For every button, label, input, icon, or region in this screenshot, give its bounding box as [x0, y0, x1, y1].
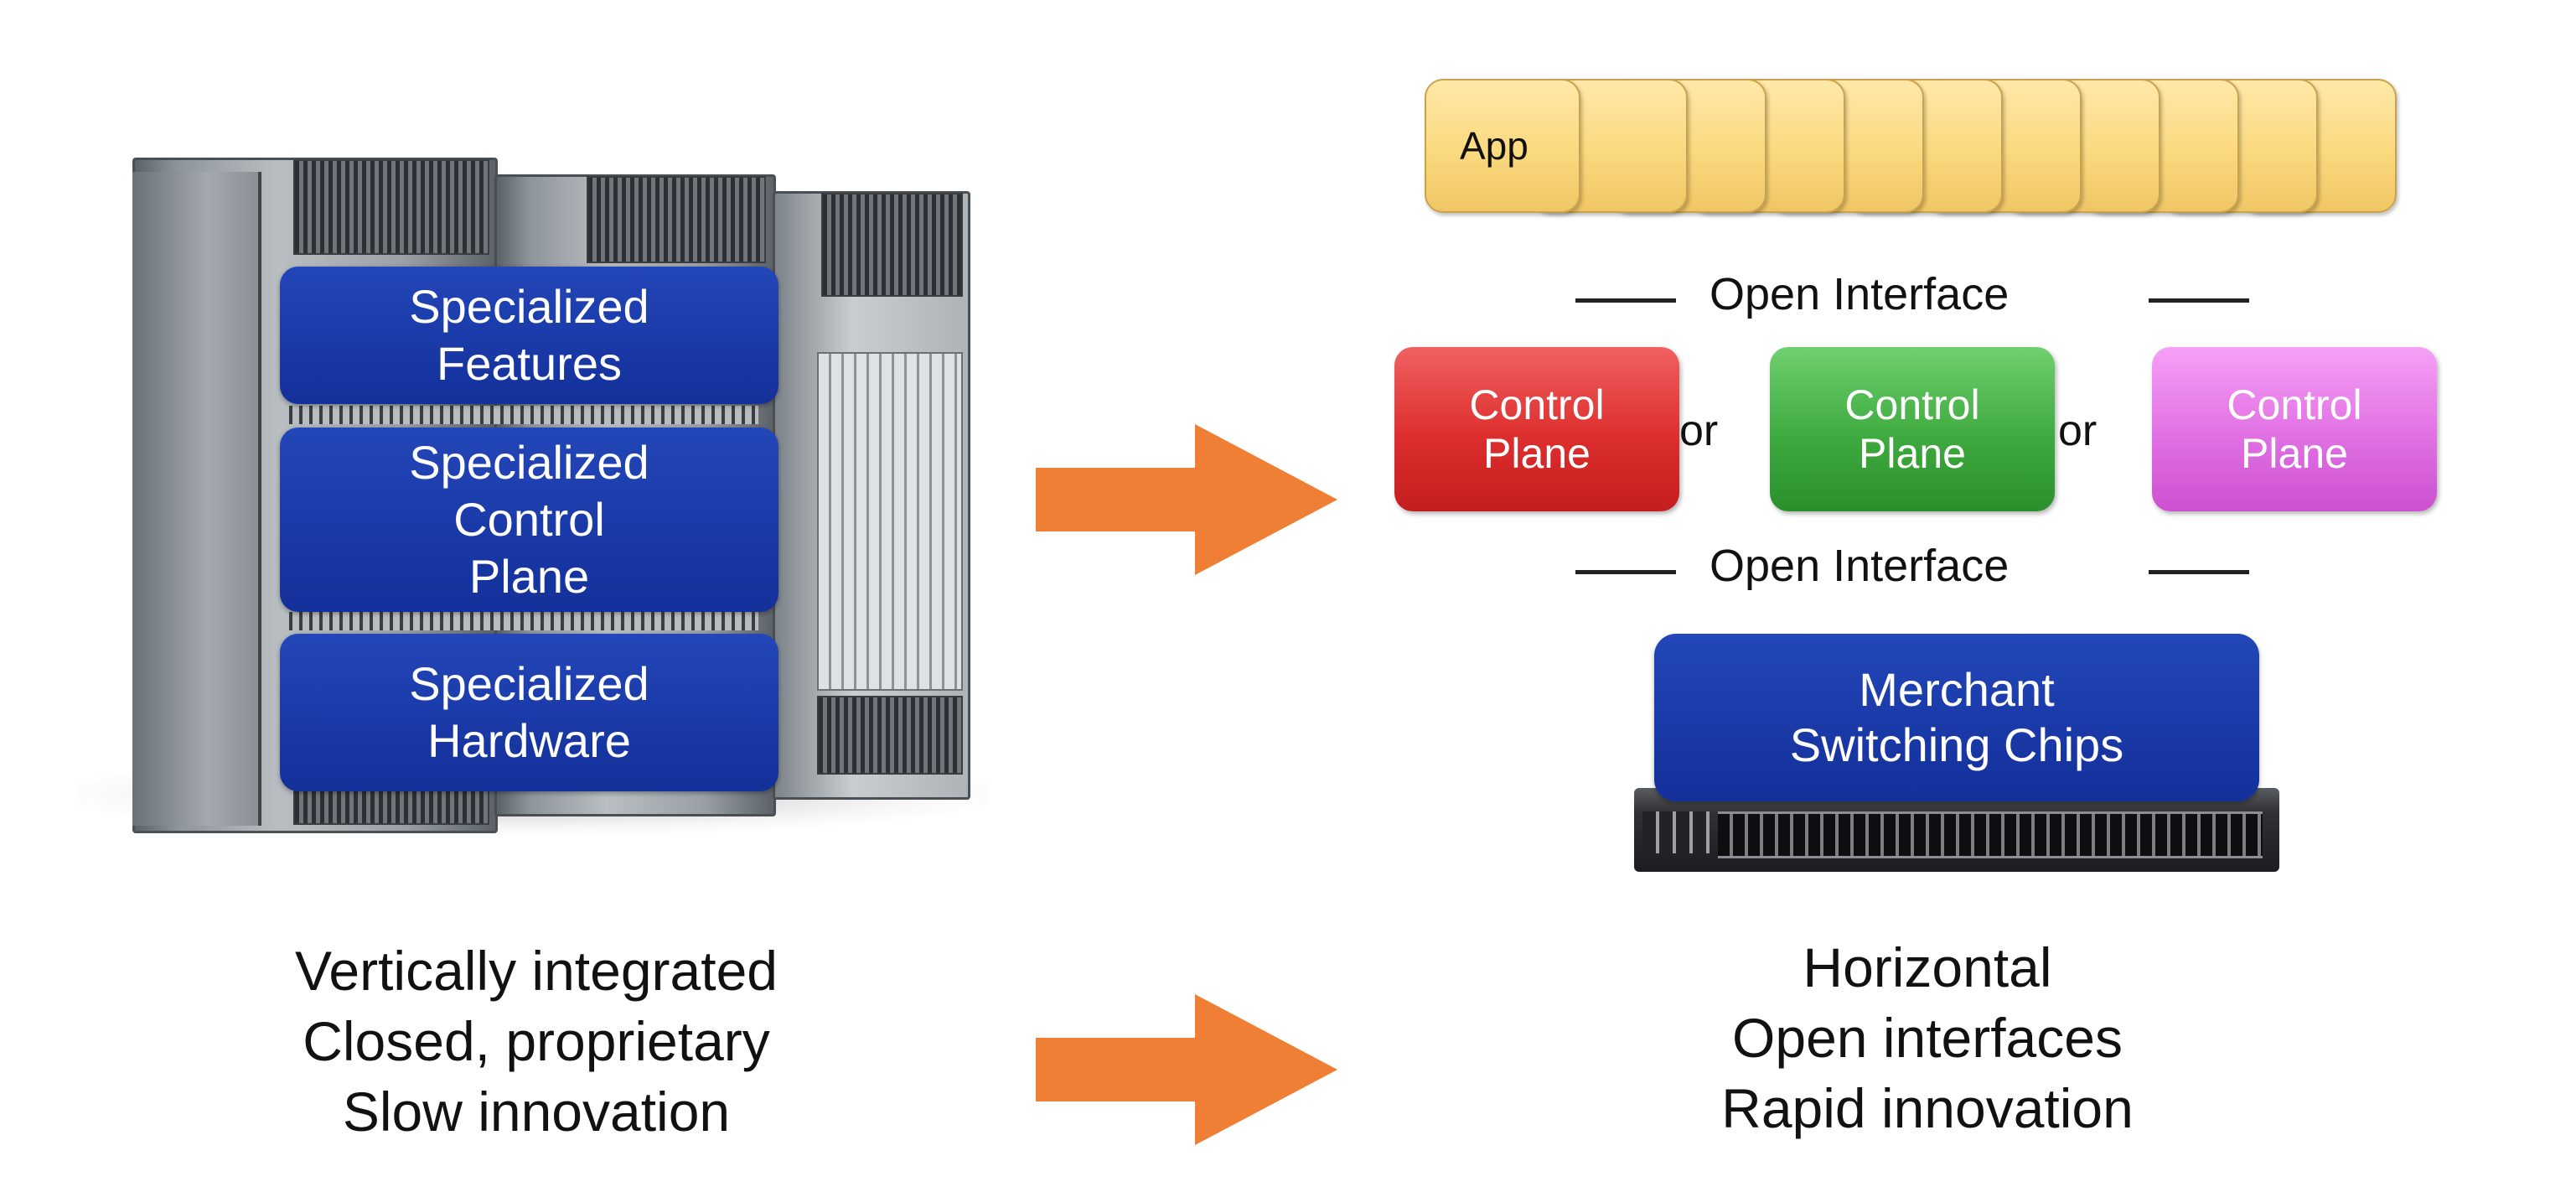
interface-line — [1575, 298, 1676, 303]
specialized-hardware-box: Specialized Hardware — [280, 634, 778, 791]
box-line: Features — [437, 337, 622, 390]
rack-vent — [293, 159, 489, 255]
rack-side-panel — [132, 172, 261, 826]
control-plane-line: Plane — [1483, 430, 1591, 477]
control-plane-line: Control — [1844, 381, 1980, 428]
right-caption: Horizontal Open interfaces Rapid innovat… — [1525, 932, 2330, 1143]
rack-line-cards — [817, 352, 963, 691]
or-label: or — [2058, 407, 2098, 455]
box-line: Specialized — [409, 657, 649, 710]
rack-vent — [587, 176, 766, 263]
control-plane-red: Control Plane — [1394, 347, 1679, 511]
caption-line: Rapid innovation — [1721, 1077, 2134, 1139]
rack-vent — [821, 193, 963, 297]
box-line: Control — [453, 493, 605, 546]
interface-line — [1575, 570, 1676, 574]
switch-ports — [1718, 811, 2263, 858]
box-line: Specialized — [409, 436, 649, 489]
or-label: or — [1679, 407, 1719, 455]
caption-line: Open interfaces — [1732, 1007, 2123, 1069]
switch-management-ports — [1642, 811, 1710, 853]
merchant-line: Merchant — [1859, 663, 2055, 716]
open-interface-bottom: Open Interface — [1710, 541, 2010, 591]
left-caption: Vertically integrated Closed, proprietar… — [151, 936, 922, 1147]
caption-line: Slow innovation — [342, 1081, 731, 1143]
control-plane-line: Control — [1469, 381, 1605, 428]
control-plane-line: Control — [2227, 381, 2362, 428]
caption-line: Closed, proprietary — [303, 1010, 770, 1072]
app-label: App — [1460, 124, 1529, 168]
box-line: Hardware — [427, 714, 631, 767]
open-interface-top: Open Interface — [1710, 269, 2010, 319]
box-line: Plane — [468, 550, 590, 603]
rack-vent — [293, 788, 489, 825]
app-tile-front: App — [1425, 79, 1580, 213]
rack-vent — [817, 696, 963, 775]
right-arrow-icon — [1036, 424, 1337, 575]
specialized-features-box: Specialized Features — [280, 267, 778, 404]
merchant-switching-chips-box: Merchant Switching Chips — [1654, 634, 2259, 801]
caption-line: Horizontal — [1803, 936, 2052, 998]
control-plane-line: Plane — [2241, 430, 2348, 477]
right-arrow-icon — [1036, 994, 1337, 1145]
merchant-line: Switching Chips — [1789, 718, 2124, 771]
rack-strip — [289, 612, 758, 630]
box-line: Specialized — [409, 280, 649, 333]
control-plane-pink: Control Plane — [2152, 347, 2437, 511]
rack-strip — [289, 406, 758, 424]
interface-line — [2149, 570, 2249, 574]
control-plane-line: Plane — [1859, 430, 1966, 477]
specialized-control-plane-box: Specialized Control Plane — [280, 428, 778, 612]
caption-line: Vertically integrated — [295, 940, 778, 1002]
interface-line — [2149, 298, 2249, 303]
control-plane-green: Control Plane — [1770, 347, 2055, 511]
